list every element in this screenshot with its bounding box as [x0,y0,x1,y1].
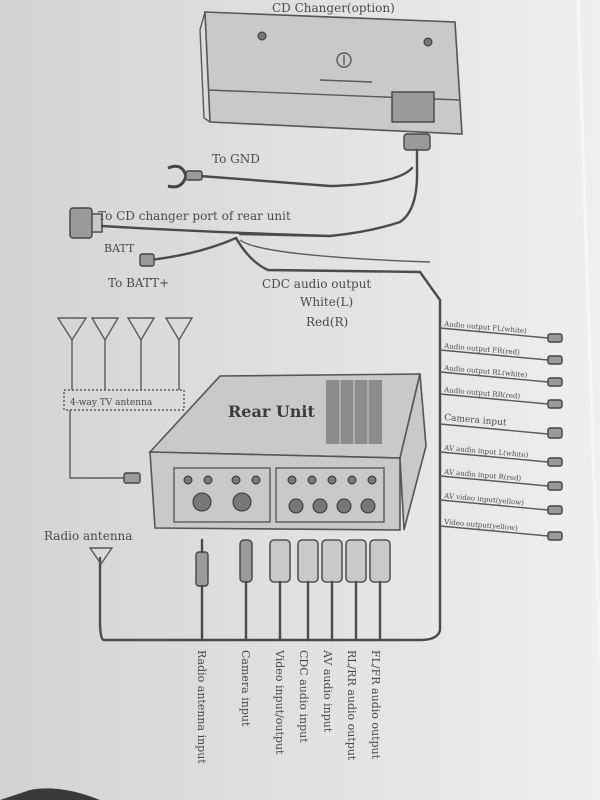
tv-antenna-icon [56,317,194,390]
red-r-label: Red(R) [306,315,348,329]
main-harness [98,236,442,642]
page-edge [576,0,600,661]
gnd-wire: To GND [167,152,414,189]
rear-unit: Rear Unit [148,373,427,531]
cdc-branch [239,239,431,263]
tv-antenna-label: 4-way TV antenna [70,398,153,408]
gnd-label: To GND [212,152,260,166]
rear-unit-label: Rear Unit [228,402,316,421]
cd-port-label: To CD changer port of rear unit [98,209,291,223]
bottom-labels: Radio antenna input Camera input Video i… [195,649,382,764]
bottom-label-av-audio-input: AV audio input [321,649,334,733]
radio-antenna-icon [88,547,114,566]
bottom-label-cdc-audio-input: CDC audio input [297,650,310,743]
rca-plugs [269,539,391,642]
batt-label: BATT [104,242,135,255]
rear-panel-ports [173,467,385,523]
white-l-label: White(L) [300,295,353,309]
radio-antenna-label: Radio antenna [44,529,132,543]
changer-plug [328,133,431,238]
batt-wire: BATT To BATT+ [104,236,238,290]
cd-port-connector: To CD changer port of rear unit [69,207,331,239]
radio-antenna-group: Radio antenna [44,529,132,566]
right-bus [439,327,549,537]
cdc-audio-label: CDC audio output [262,277,371,291]
bottom-label-video-input-output: Video input/output [273,649,286,755]
bottom-label-radio-antenna-input: Radio antenna input [195,650,208,764]
right-plug-tips [547,333,563,541]
vent-grille [326,380,382,444]
bottom-label-rl-rr-audio-output: RL/RR audio output [345,650,358,761]
cd-changer-label: CD Changer(option) [272,1,395,15]
cd-changer: CD Changer(option) [199,1,463,135]
tv-antenna-group: 4-way TV antenna [56,317,194,484]
bottom-label-fl-fr-audio-output: FL/FR audio output [369,650,382,760]
batt-plus-label: To BATT+ [108,276,169,290]
bottom-label-camera-input: Camera input [239,650,252,727]
page-shadow-corner [0,788,100,800]
bottom-connectors [195,538,391,642]
